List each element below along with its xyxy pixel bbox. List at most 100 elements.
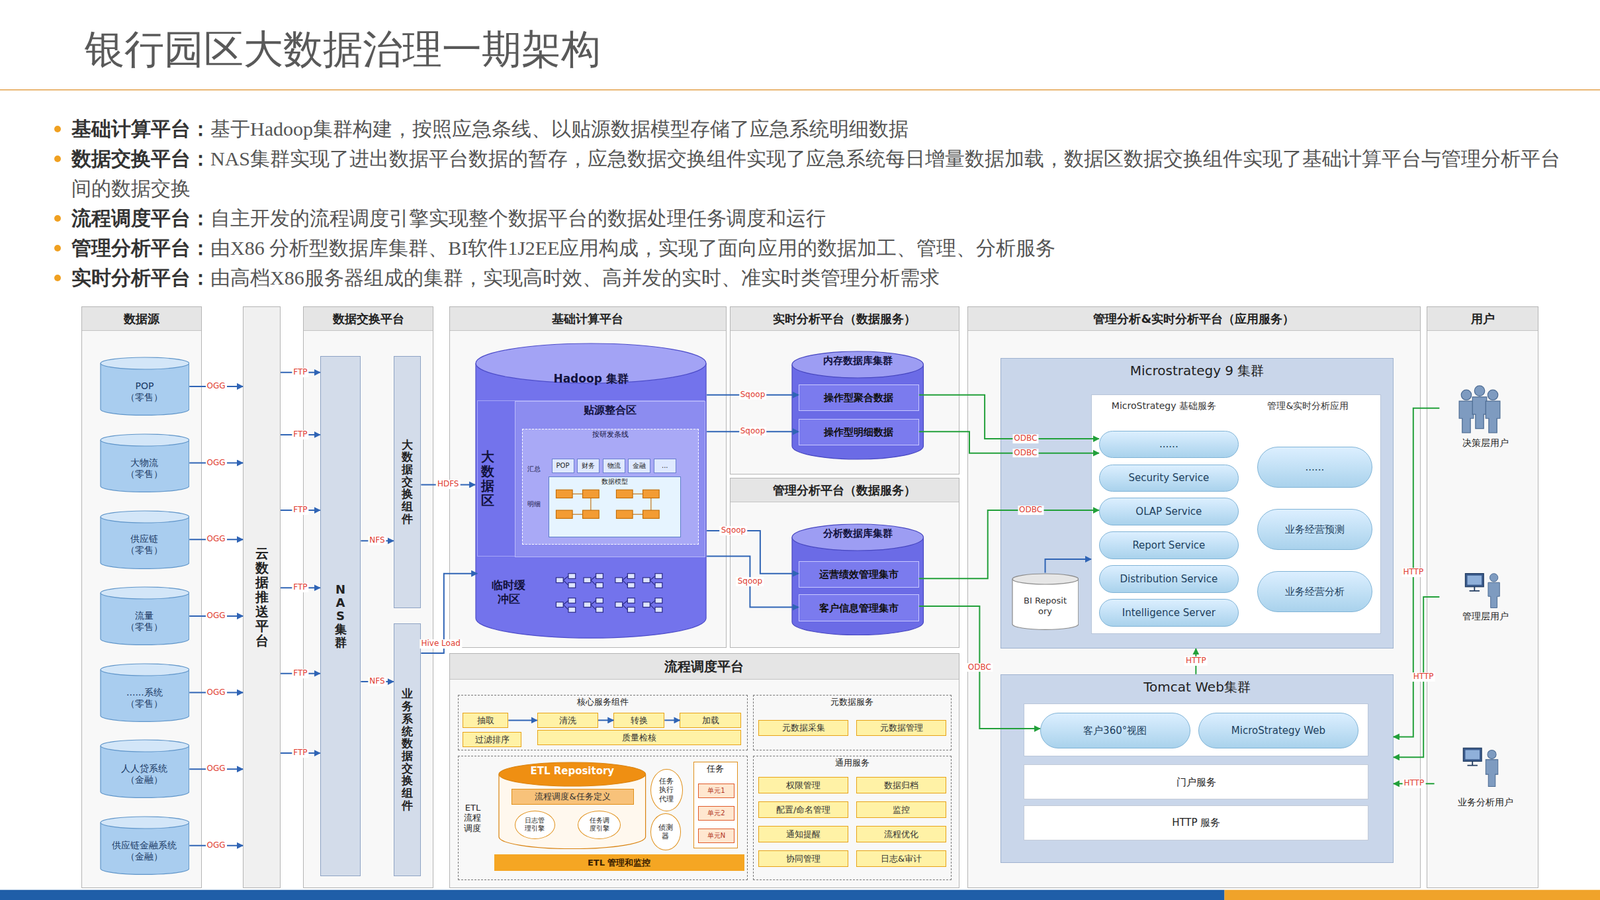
- process-box: POP: [551, 458, 575, 474]
- process-box: 操作型聚合数据: [798, 384, 920, 411]
- node-label: 任务执行代理: [658, 776, 675, 804]
- service-pill: ......: [1099, 430, 1239, 459]
- panel-heading: 流程调度平台: [449, 653, 959, 680]
- bullet-text: 由高档X86服务器组成的集群，实现高时效、高并发的实时、准实时类管理分析需求: [210, 266, 940, 289]
- panel: 数据交换平台NAS集群大数据交换组件业务系统数据交换组件: [303, 306, 434, 889]
- cylinder-body: [100, 440, 190, 492]
- service-pill: Report Service: [1099, 531, 1239, 560]
- edge-label: FTP: [291, 430, 309, 440]
- bullet-heading: 管理分析平台：: [71, 236, 211, 259]
- node-label: 临时缓冲区: [490, 578, 527, 606]
- page-title: 银行园区大数据治理一期架构: [84, 25, 601, 73]
- region: 大数据区贴源整合区按研发条线POP财务物流金融...数据模型: [477, 400, 705, 557]
- edge-label: HTTP: [1401, 567, 1425, 578]
- node-label: 流程优化: [884, 829, 919, 840]
- node-label: 配置/命名管理: [776, 804, 831, 816]
- node-label: ...: [661, 461, 669, 470]
- node-label: ......系统 （零售）: [124, 686, 165, 710]
- service-pill: Distribution Service: [1099, 565, 1239, 593]
- use-shape: [555, 510, 599, 519]
- node-label: 业务经营分析: [1285, 585, 1345, 598]
- process-box: 单元1: [698, 783, 736, 799]
- node-label: OLAP Service: [1135, 505, 1202, 518]
- vertical-band: 大数据交换组件: [393, 355, 422, 609]
- bullet-row: 管理分析平台：由X86 分析型数据库集群、BI软件1J2EE应用构成，实现了面向…: [71, 232, 1561, 263]
- edge-label: ODBC: [1017, 505, 1044, 515]
- edge-label: OGG: [205, 381, 227, 392]
- service-pill: 客户360°视图: [1040, 712, 1191, 749]
- cylinder-top: [792, 524, 924, 551]
- node-label: 清洗: [559, 715, 577, 726]
- node-label: NAS集群: [334, 582, 347, 649]
- dashed-group: 元数据服务元数据采集元数据管理: [753, 694, 953, 752]
- user-group: 管理层用户: [1439, 565, 1532, 624]
- cylinder: 大物流 （零售）: [99, 433, 190, 493]
- process-box: 操作型明细数据: [798, 418, 920, 446]
- g-shape: [1485, 749, 1498, 787]
- process-box: 元数据管理: [856, 719, 947, 737]
- node-label: ......: [1159, 438, 1179, 450]
- edge-label: NFS: [367, 535, 386, 546]
- use-shape: [555, 598, 576, 613]
- node-label: 单元1: [707, 786, 725, 795]
- cylinder-body: [100, 363, 190, 415]
- edge-label: FTP: [291, 748, 309, 758]
- small-label: 明细: [521, 500, 546, 509]
- process-box: 转换: [613, 712, 665, 728]
- node-label: 管理层用户: [1462, 610, 1509, 623]
- connector: [1393, 408, 1440, 738]
- node-label: 转换: [630, 715, 648, 726]
- node-label: MicroStrategy 基础服务: [1091, 395, 1237, 412]
- panel: 用户决策层用户管理层用户业务分析用户: [1426, 306, 1540, 889]
- panel: 管理分析平台（数据服务）分析数据库集群运营绩效管理集市客户信息管理集市: [729, 477, 960, 649]
- process-box: Microstrategy 9 集群MicroStrategy 基础服务管理&实…: [1000, 357, 1394, 649]
- dashed-group: ETL 流程调度ETL Repository流程调度&任务定义日志管理引擎任务调…: [457, 755, 748, 881]
- node-label: 日志管理引擎: [524, 816, 546, 833]
- process-box: 元数据采集: [758, 719, 849, 737]
- edge-label: OGG: [205, 458, 227, 468]
- use-shape: [615, 573, 635, 589]
- small-label: 汇总: [521, 465, 546, 474]
- node-label: 流程调度&任务定义: [534, 791, 611, 802]
- connector: [706, 555, 799, 607]
- use-shape: [643, 573, 663, 589]
- edge-label: FTP: [291, 367, 309, 378]
- connector: [919, 395, 1100, 439]
- oval-node: 侦测器: [650, 813, 681, 851]
- connector: [664, 719, 680, 721]
- use-shape: [616, 510, 660, 519]
- node-label: 元数据管理: [880, 722, 924, 734]
- process-box: 抽取: [462, 712, 509, 728]
- cylinder: 流量 （零售）: [99, 586, 190, 646]
- node-label: 协同管理: [786, 853, 821, 865]
- cylinder: 供应链 （零售）: [99, 510, 190, 570]
- node-label: 大物流 （零售）: [124, 457, 165, 480]
- dashed-group: 按研发条线POP财务物流金融...数据模型: [522, 428, 699, 546]
- cylinder: ......系统 （零售）: [99, 663, 190, 722]
- panel-heading: 管理分析&实时分析平台（应用服务）: [968, 307, 1421, 332]
- panel-heading: 用户: [1427, 307, 1539, 332]
- user-group: 决策层用户: [1439, 383, 1532, 450]
- use-shape: [643, 598, 663, 613]
- line-shape: [0, 89, 1600, 91]
- bullet-text: 自主开发的流程调度引擎实现整个数据平台的数据处理任务调度和运行: [210, 207, 826, 229]
- cylinder: 人人贷系统 （金融）: [99, 739, 190, 799]
- node-label: 运营绩效管理集市: [819, 568, 899, 581]
- cylinder-body: [100, 822, 190, 875]
- edge-label: FTP: [291, 505, 309, 515]
- process-box: 物流: [602, 458, 626, 474]
- connector: [706, 530, 799, 574]
- node-label: 加载: [702, 715, 720, 726]
- cylinder: BI Repository: [1011, 573, 1080, 630]
- service-pill: ......: [1257, 446, 1373, 488]
- panel: 数据源POP （零售）大物流 （零售）供应链 （零售）流量 （零售）......…: [81, 306, 202, 889]
- dashed-group: 核心服务组件抽取清洗转换加载过滤排序质量检核: [457, 694, 748, 752]
- node-label: 操作型聚合数据: [823, 391, 894, 404]
- use-shape: [1472, 385, 1487, 429]
- cylinder-top: [100, 434, 190, 446]
- cylinder-body: [475, 363, 707, 638]
- panel-heading: 实时分析平台（数据服务）: [730, 307, 959, 332]
- node-label: 业务经营预测: [1285, 523, 1345, 536]
- edge-label: Sqoop: [739, 390, 767, 400]
- rect-shape: [0, 889, 1225, 900]
